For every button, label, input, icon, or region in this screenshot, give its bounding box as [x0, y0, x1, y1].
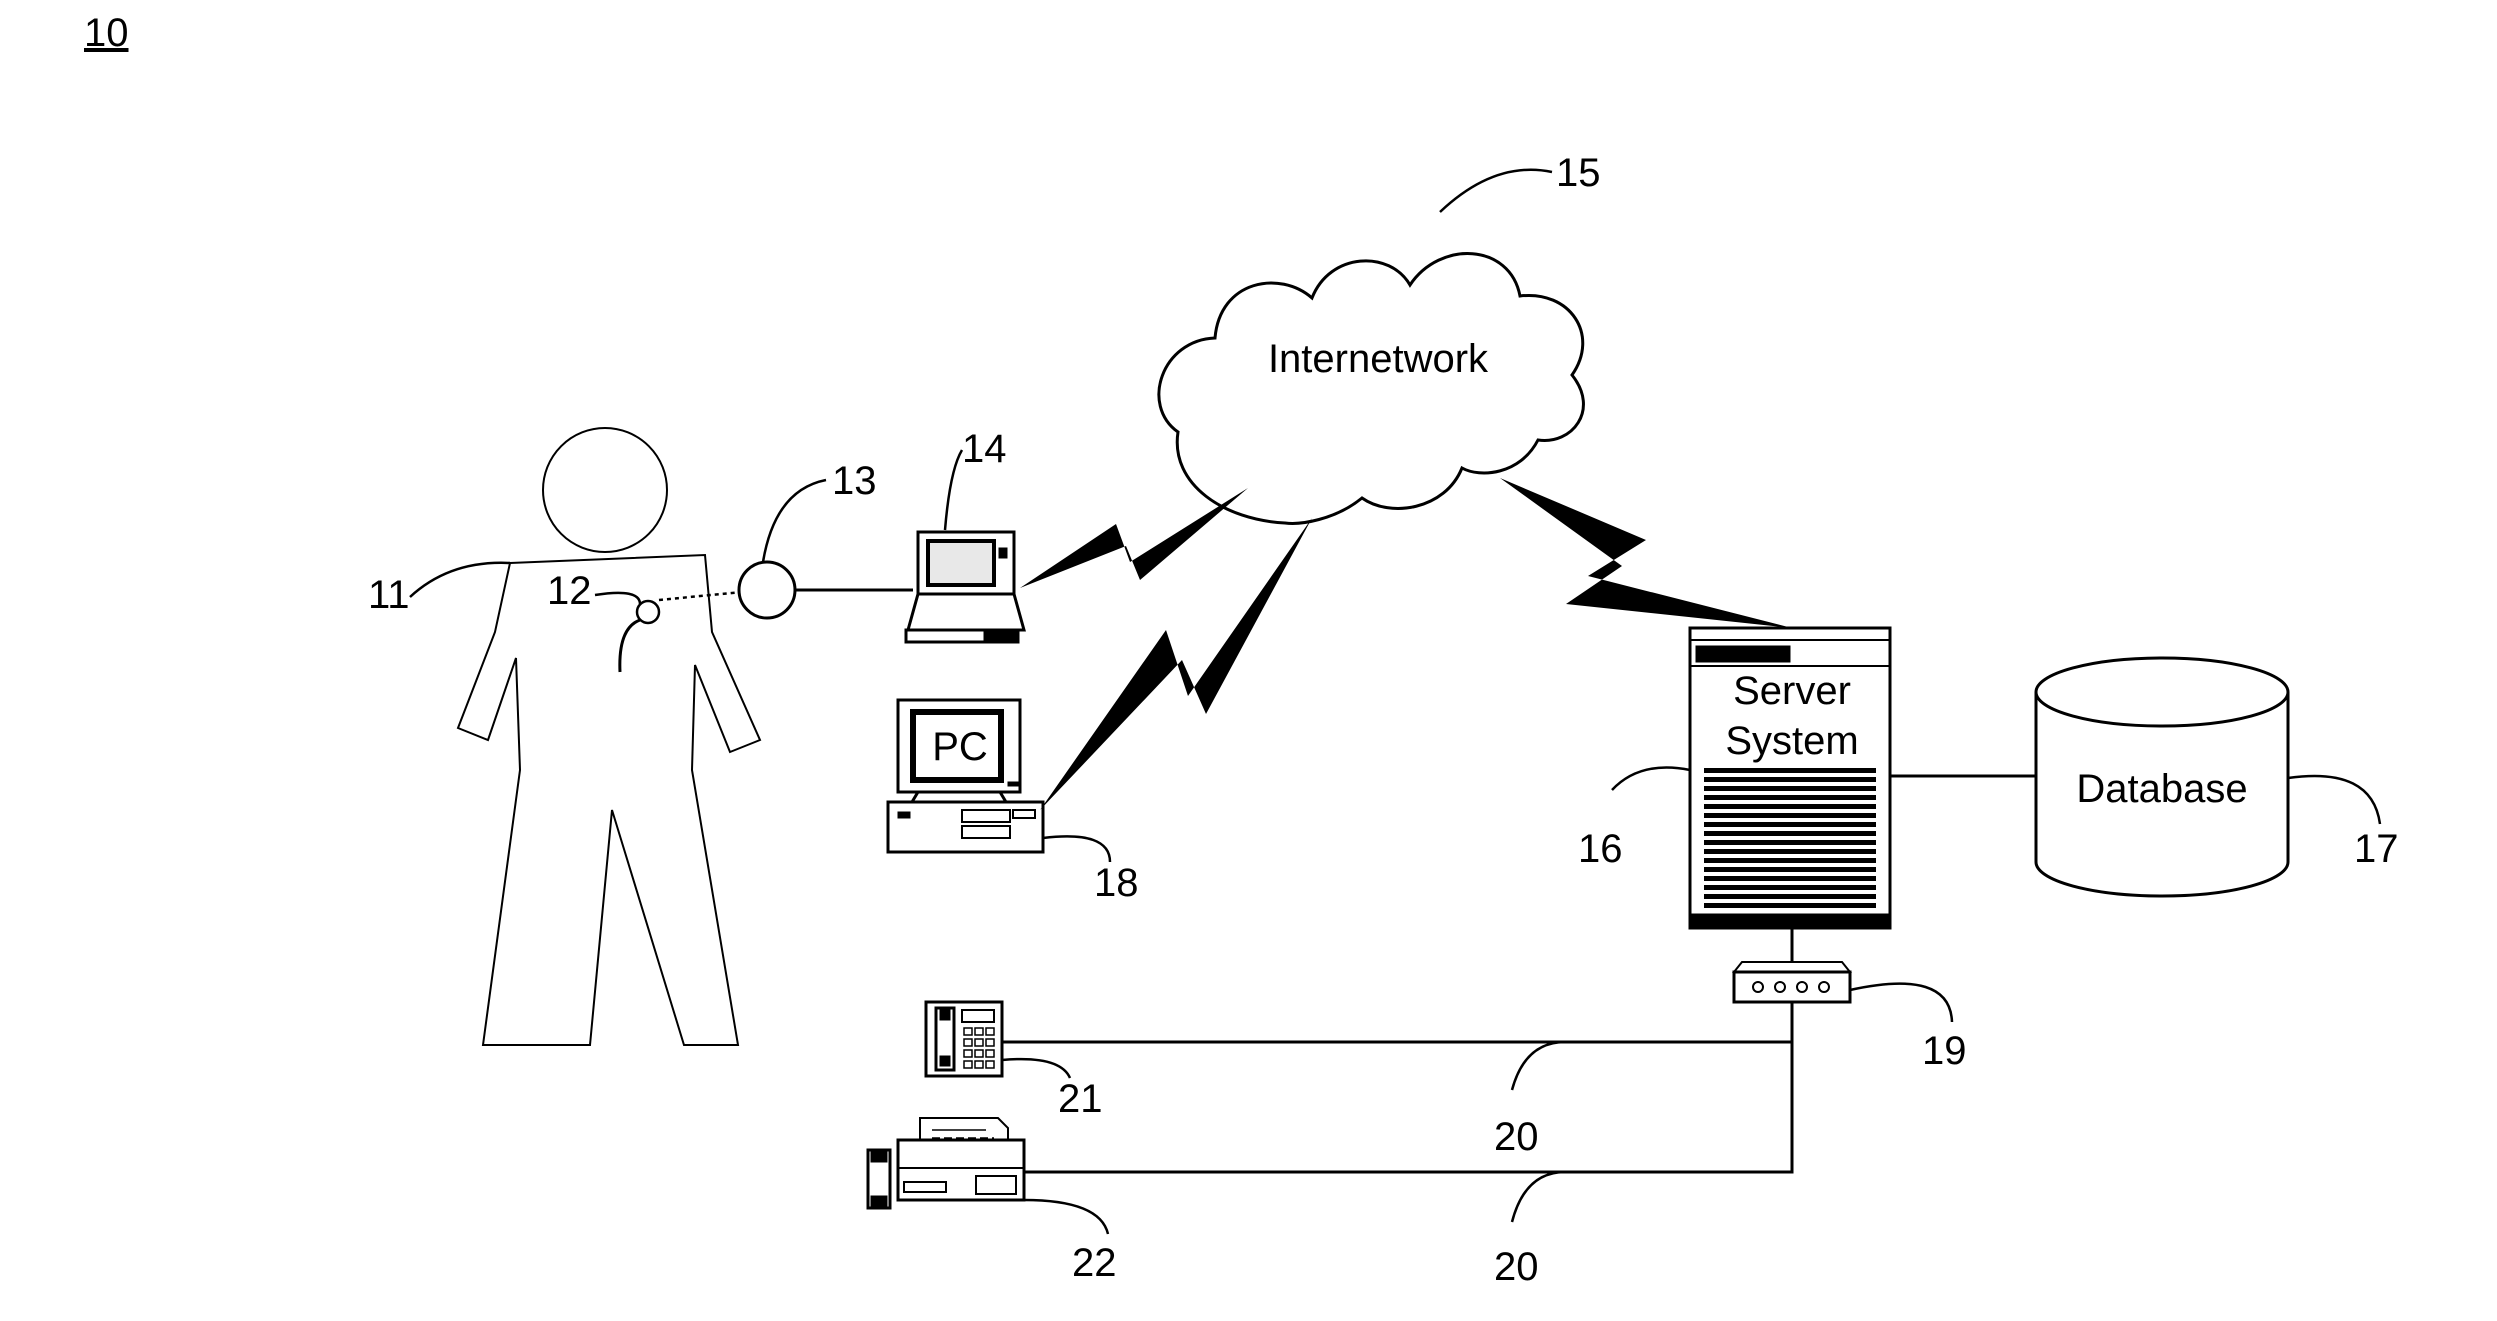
fax-handset-earpiece [871, 1152, 887, 1162]
modem-led-4 [1819, 982, 1829, 992]
pc-drive-bay-1 [962, 810, 1010, 822]
pc-monitor-indicator [1008, 782, 1018, 786]
telephone-display [962, 1010, 994, 1022]
leader-14 [945, 450, 962, 530]
server-vent-slat [1704, 768, 1876, 773]
leader-19 [1850, 984, 1952, 1022]
modem-led-1 [1753, 982, 1763, 992]
wireless-link-server [1500, 478, 1792, 628]
server-vent-slat [1704, 831, 1876, 836]
patient-head [543, 428, 667, 552]
telephone-earpiece [940, 1010, 950, 1020]
ref-13: 13 [832, 459, 877, 503]
ref-20a: 20 [1494, 1115, 1539, 1159]
laptop-screen [928, 541, 994, 585]
telephone-mouthpiece [940, 1056, 950, 1066]
figure-number: 10 [84, 11, 129, 55]
server-vent-slat [1704, 849, 1876, 854]
leader-18 [1043, 836, 1110, 862]
modem-body [1734, 972, 1850, 1002]
leader-20a [1512, 1042, 1565, 1090]
server-label-line1: Server [1733, 669, 1851, 713]
telephone-key [986, 1050, 994, 1057]
telephone-key [986, 1028, 994, 1035]
cloud-label: Internetwork [1268, 337, 1489, 381]
leader-16 [1612, 768, 1690, 791]
database-label: Database [2076, 767, 2247, 811]
phone-line-fax [1002, 1002, 1792, 1172]
ref-20b: 20 [1494, 1245, 1539, 1289]
telephone-key [975, 1039, 983, 1046]
fax-machine [868, 1118, 1024, 1208]
fax-display [976, 1176, 1016, 1194]
server-vent-slat [1704, 813, 1876, 818]
server-vent-slat [1704, 885, 1876, 890]
leader-22 [1024, 1200, 1108, 1234]
programmer-wand [739, 562, 795, 618]
leader-11 [410, 563, 510, 597]
ref-14: 14 [962, 427, 1007, 471]
patient-figure [458, 428, 760, 1045]
implant-can [637, 601, 659, 623]
laptop-keyboard-deck [908, 594, 1024, 630]
pc-label: PC [932, 725, 988, 769]
server-vent-slat [1704, 867, 1876, 872]
server-base [1690, 914, 1890, 928]
personal-computer [888, 700, 1043, 852]
telephone-key [964, 1028, 972, 1035]
leader-15 [1440, 170, 1552, 212]
pc-drive-bay-2 [962, 826, 1010, 838]
server-vent-slat [1704, 840, 1876, 845]
ref-19: 19 [1922, 1029, 1967, 1073]
server-vent-slat [1704, 804, 1876, 809]
leader-21 [1002, 1059, 1070, 1078]
ref-17: 17 [2354, 827, 2399, 871]
server-vent-slat [1704, 795, 1876, 800]
server-vent-slat [1704, 876, 1876, 881]
server-drive-bay [1696, 646, 1790, 662]
telephone-key [964, 1061, 972, 1068]
pc-power-button [898, 812, 910, 818]
server-vent-slat [1704, 894, 1876, 899]
telephone-key [986, 1061, 994, 1068]
modem-led-3 [1797, 982, 1807, 992]
server-vent-slat [1704, 903, 1876, 908]
leader-20b [1512, 1172, 1565, 1222]
fax-handset-mouthpiece [871, 1196, 887, 1206]
database-top [2036, 658, 2288, 726]
server-vent-slat [1704, 786, 1876, 791]
ref-11: 11 [368, 573, 410, 617]
telephone-key [964, 1050, 972, 1057]
laptop-port [984, 631, 1016, 640]
telephone-key [975, 1028, 983, 1035]
ref-21: 21 [1058, 1077, 1103, 1121]
ref-18: 18 [1094, 861, 1139, 905]
internetwork-cloud [1159, 254, 1584, 524]
leader-17 [2288, 776, 2380, 824]
modem [1734, 962, 1850, 1002]
server-vent-slat [1704, 777, 1876, 782]
laptop-computer [906, 532, 1024, 642]
ref-15: 15 [1556, 151, 1601, 195]
server-vent-slat [1704, 858, 1876, 863]
server-label-line2: System [1725, 719, 1858, 763]
leader-13 [763, 480, 826, 562]
laptop-indicator [999, 548, 1007, 558]
telephone-key [964, 1039, 972, 1046]
patient-body [458, 555, 760, 1045]
pc-floppy-slot [1013, 810, 1035, 818]
telephone-key [986, 1039, 994, 1046]
telephone-key [975, 1050, 983, 1057]
server-vent-slat [1704, 822, 1876, 827]
fax-keypad [904, 1182, 946, 1192]
ref-22: 22 [1072, 1241, 1117, 1285]
ref-12: 12 [547, 569, 592, 613]
ref-16: 16 [1578, 827, 1623, 871]
telephone-key [975, 1061, 983, 1068]
modem-led-2 [1775, 982, 1785, 992]
